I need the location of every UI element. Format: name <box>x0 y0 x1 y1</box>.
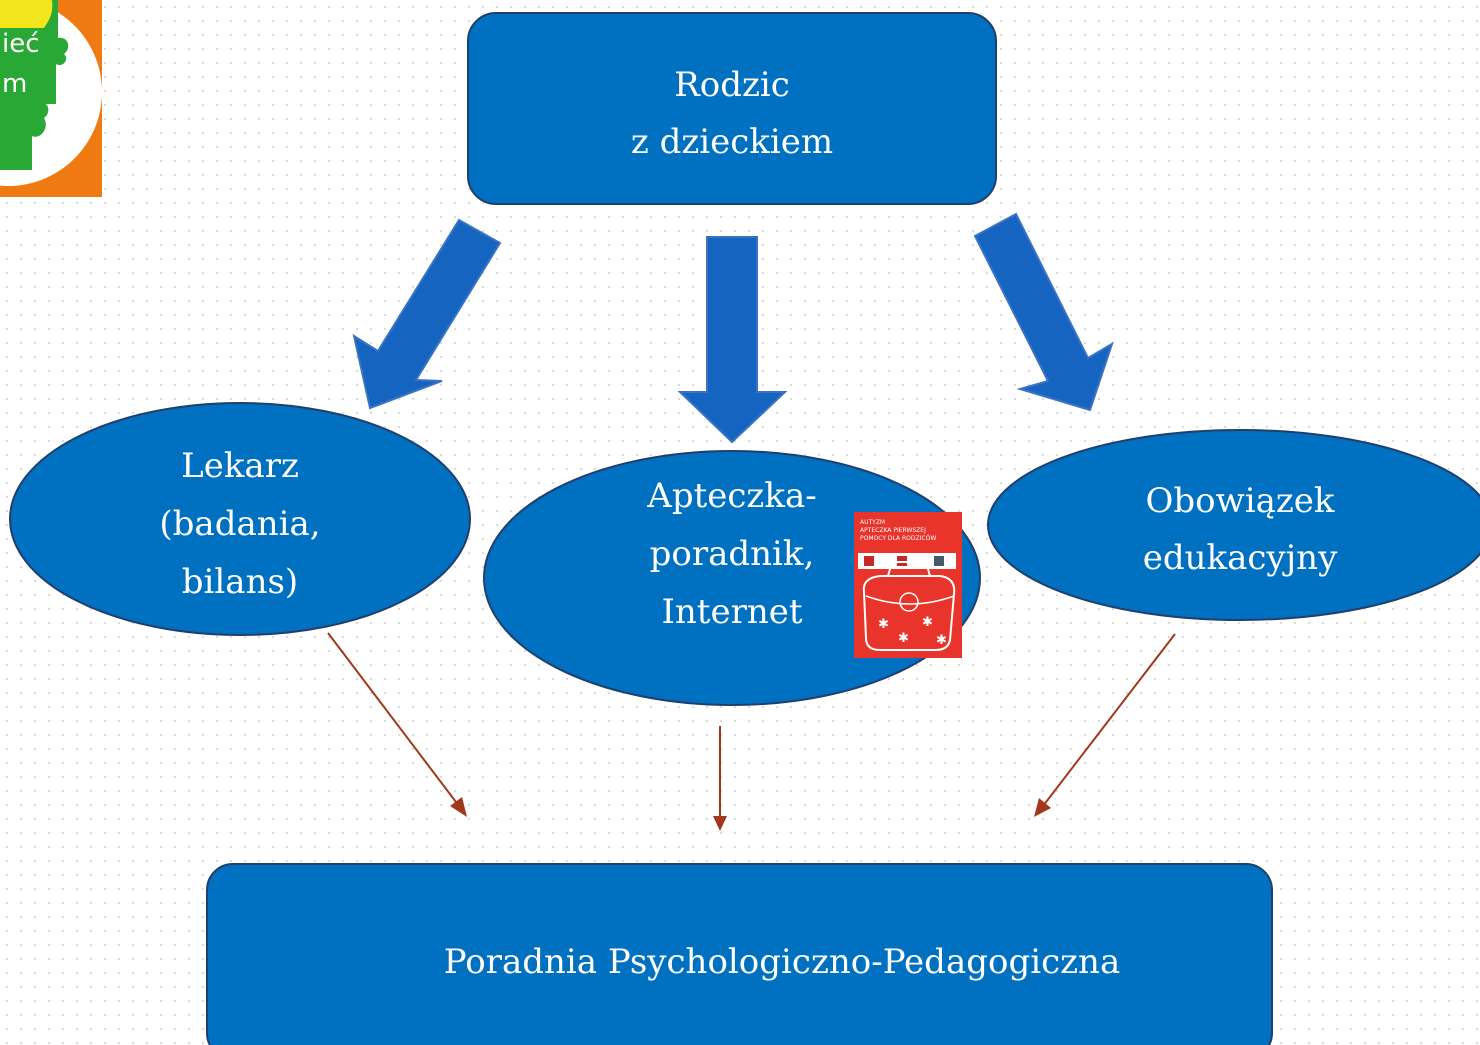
parent-label-line2: z dzieckiem <box>631 122 833 162</box>
svg-text:✱: ✱ <box>898 631 909 646</box>
logo-text-line2: m <box>2 69 27 99</box>
education-label-line2: edukacyjny <box>1143 538 1338 578</box>
thin-arrow-left <box>327 632 467 817</box>
parent-node <box>467 12 997 205</box>
svg-text:✱: ✱ <box>922 615 933 630</box>
svg-text:✱: ✱ <box>936 633 947 648</box>
thin-arrow-right <box>1034 633 1176 817</box>
doctor-node <box>9 402 471 636</box>
puzzle-logo-icon: ieć m <box>0 0 102 197</box>
logo-text-line1: ieć <box>2 29 40 59</box>
doctor-label-line1: Lekarz <box>181 446 299 486</box>
education-label-line1: Obowiązek <box>1146 481 1335 521</box>
left-arrow <box>352 218 502 410</box>
clinic-label: Poradnia Psychologiczno-Pedagogiczna <box>444 942 1120 982</box>
parent-label-line1: Rodzic <box>674 65 790 105</box>
book-title-line1: AUTYZM <box>860 519 885 526</box>
education-node <box>987 429 1480 621</box>
clinic-node <box>206 863 1273 1045</box>
first-aid-bag-book-icon: AUTYZM APTECZKA PIERWSZEJ POMOCY DLA ROD… <box>854 512 962 658</box>
doctor-label-line2: (badania, <box>159 504 320 544</box>
right-arrow <box>973 212 1114 412</box>
thin-arrow-middle <box>713 726 727 831</box>
book-title-line3: POMOCY DLA RODZICÓW <box>860 535 936 542</box>
svg-text:✱: ✱ <box>878 617 889 632</box>
guide-label-line3: Internet <box>661 592 802 632</box>
guide-label-line2: poradnik, <box>650 534 815 574</box>
middle-arrow <box>677 236 788 444</box>
book-title-line2: APTECZKA PIERWSZEJ <box>860 527 926 534</box>
doctor-label-line3: bilans) <box>182 562 298 602</box>
guide-label-line1: Apteczka- <box>646 476 816 516</box>
